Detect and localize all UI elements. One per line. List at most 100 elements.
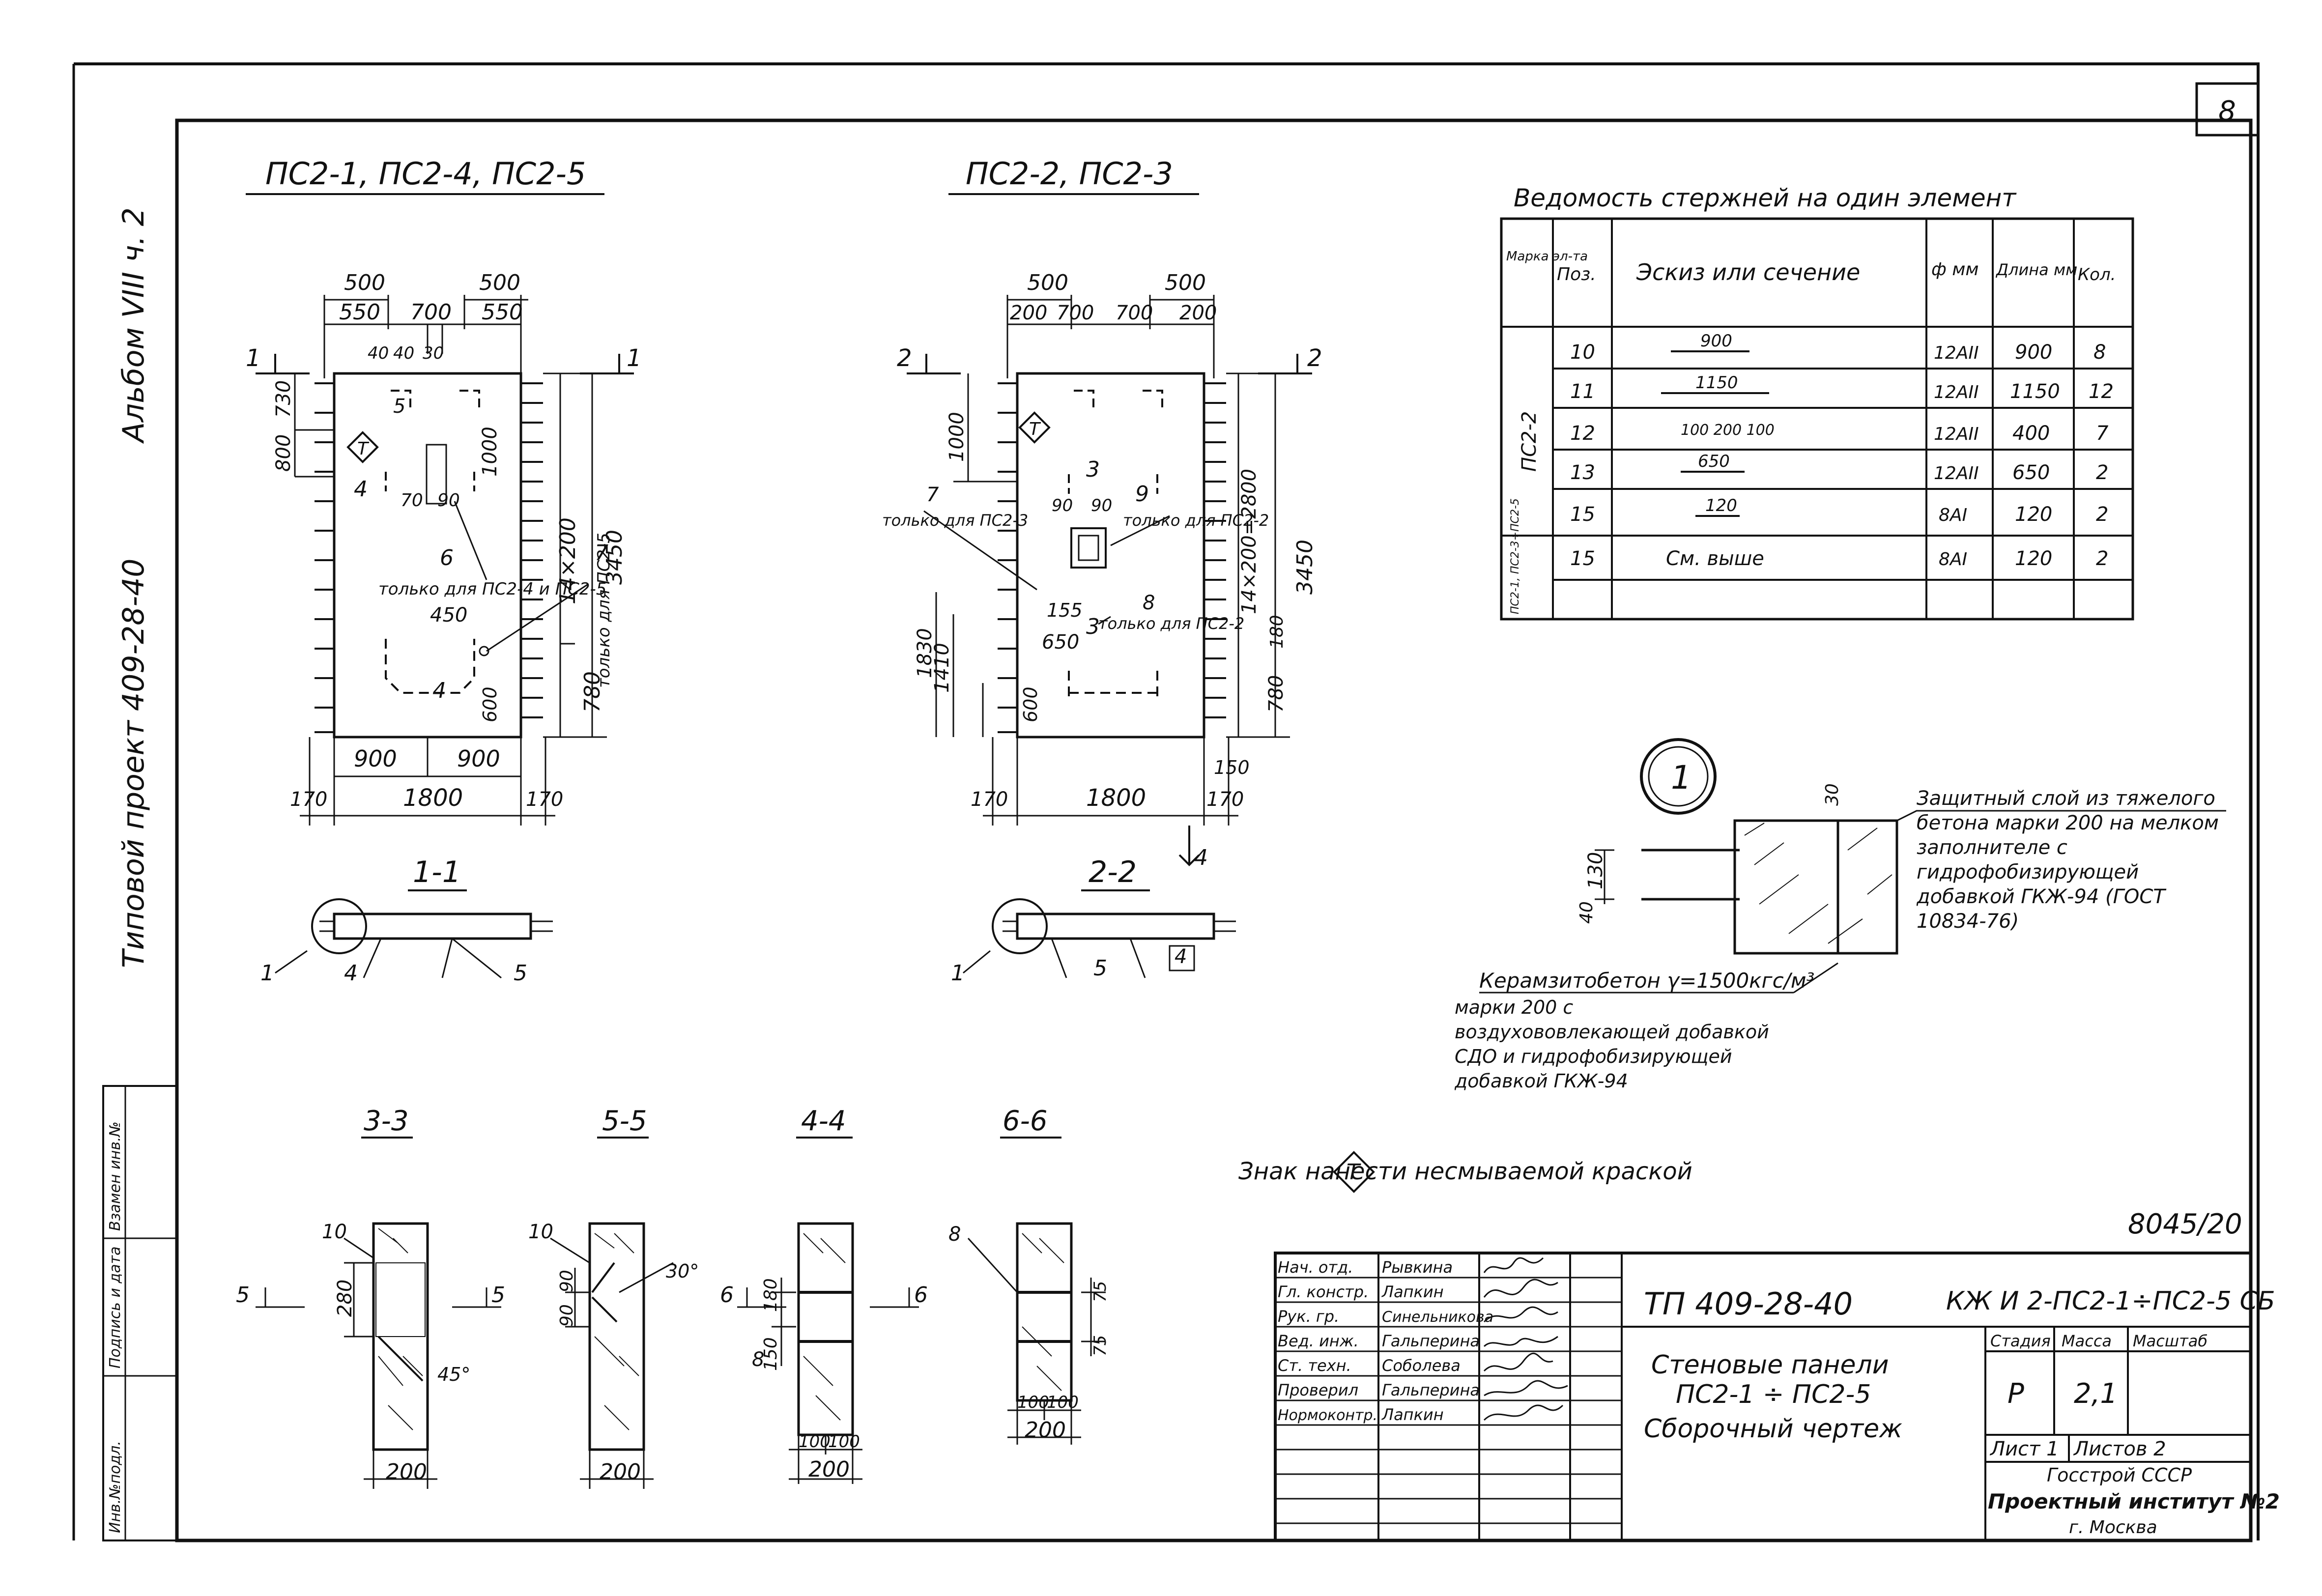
- page-number: 8: [2218, 95, 2236, 127]
- svg-text:700: 700: [1116, 302, 1153, 324]
- svg-text:только для ПС2-4 и ПС2-5: только для ПС2-4 и ПС2-5: [378, 579, 606, 599]
- svg-text:10: 10: [322, 1221, 347, 1243]
- svg-text:200: 200: [600, 1459, 641, 1484]
- album-label: Альбом VIII ч. 2: [116, 207, 151, 444]
- svg-text:90: 90: [437, 490, 460, 511]
- svg-text:2: 2: [2096, 461, 2108, 484]
- svg-text:T: T: [357, 439, 370, 459]
- svg-text:75: 75: [1090, 1281, 1110, 1302]
- svg-text:200: 200: [1010, 302, 1047, 324]
- svg-text:6: 6: [440, 545, 454, 570]
- svg-text:2: 2: [1307, 344, 1322, 372]
- svg-text:ПС2-1, ПС2-3÷ПС2-5: ПС2-1, ПС2-3÷ПС2-5: [1509, 498, 1521, 614]
- sections-1-1-2-2: 1-1 1 4 5 2-2 1 5 4: [260, 855, 1236, 986]
- svg-text:Масштаб: Масштаб: [2133, 1332, 2207, 1350]
- svg-text:4: 4: [432, 678, 446, 703]
- svg-text:100 200 100: 100 200 100: [1681, 422, 1775, 439]
- svg-text:120: 120: [1705, 496, 1737, 515]
- svg-text:500: 500: [1027, 270, 1068, 295]
- svg-text:Сборочный чертеж: Сборочный чертеж: [1644, 1414, 1902, 1444]
- svg-text:Вед. инж.: Вед. инж.: [1278, 1332, 1359, 1350]
- svg-text:170: 170: [1206, 788, 1244, 811]
- svg-text:900: 900: [457, 745, 500, 772]
- svg-text:100: 100: [1017, 1393, 1049, 1412]
- svg-text:500: 500: [479, 270, 520, 295]
- svg-text:7: 7: [595, 541, 608, 566]
- section-1-1-title: 1-1: [413, 855, 461, 889]
- svg-text:1000: 1000: [946, 412, 968, 462]
- detail-note-top: Защитный слой из тяжелого бетона марки 2…: [1917, 787, 2219, 933]
- svg-text:5: 5: [393, 395, 405, 418]
- title-block-people: Нач. отд. Рывкина Гл. констр. Лапкин Рук…: [1278, 1258, 1493, 1424]
- svg-text:9: 9: [1135, 482, 1149, 507]
- svg-text:1800: 1800: [1086, 784, 1146, 812]
- sheet-code: КЖ И 2-ПС2-1÷ПС2-5 СБ: [1946, 1286, 2275, 1316]
- svg-text:12АII: 12АII: [1934, 424, 1979, 444]
- svg-text:Масса: Масса: [2062, 1332, 2112, 1350]
- section-3-3-title: 3-3: [364, 1105, 408, 1137]
- svg-text:200: 200: [1025, 1418, 1066, 1443]
- svg-text:40: 40: [393, 343, 414, 363]
- svg-text:30: 30: [423, 343, 444, 363]
- side-cell-sign: Подпись и дата: [107, 1247, 124, 1369]
- svg-text:Гл. констр.: Гл. констр.: [1278, 1282, 1369, 1301]
- svg-text:4: 4: [1175, 945, 1187, 968]
- svg-text:Стадия: Стадия: [1990, 1332, 2051, 1350]
- sign-t-icon: T: [346, 431, 379, 463]
- svg-text:Листов 2: Листов 2: [2073, 1438, 2166, 1460]
- svg-text:4: 4: [344, 961, 358, 986]
- svg-text:Рук. гр.: Рук. гр.: [1278, 1307, 1339, 1326]
- detail-marker: [1640, 738, 1717, 815]
- section-6-6-title: 6-6: [1003, 1105, 1047, 1137]
- svg-text:1: 1: [246, 344, 261, 372]
- svg-text:2: 2: [2096, 547, 2108, 570]
- outer-frame: [74, 62, 2260, 1540]
- svg-text:Соболева: Соболева: [1382, 1356, 1461, 1375]
- svg-text:70: 70: [401, 490, 423, 511]
- svg-text:8: 8: [2093, 341, 2106, 364]
- sign-t-icon-note: T: [1333, 1151, 1375, 1193]
- svg-text:100: 100: [799, 1432, 831, 1452]
- svg-text:550: 550: [482, 300, 523, 325]
- svg-text:Ст. техн.: Ст. техн.: [1278, 1356, 1351, 1375]
- svg-text:1: 1: [1671, 759, 1691, 797]
- svg-text:120: 120: [2015, 547, 2052, 570]
- svg-text:12: 12: [1570, 422, 1595, 445]
- svg-text:100: 100: [828, 1432, 860, 1452]
- svg-text:200: 200: [1179, 302, 1217, 324]
- svg-text:10: 10: [528, 1221, 553, 1243]
- svg-text:130: 130: [1584, 852, 1607, 889]
- svg-text:T: T: [1347, 1160, 1361, 1185]
- right-panel-outline: [1016, 372, 1205, 739]
- left-panel-view: ПС2-1, ПС2-4, ПС2-5 500 500 550 700 550 …: [246, 156, 642, 826]
- detail-note-bottom: марки 200 с воздухововлекающей добавкой …: [1455, 997, 1769, 1092]
- svg-text:Проверил: Проверил: [1278, 1381, 1358, 1399]
- svg-text:1410: 1410: [931, 643, 953, 693]
- svg-text:10: 10: [1570, 341, 1595, 364]
- svg-text:30: 30: [1822, 783, 1842, 806]
- svg-text:только для ПС2-5: только для ПС2-5: [594, 533, 614, 688]
- svg-text:15: 15: [1570, 547, 1595, 570]
- svg-text:Проектный институт №2: Проектный институт №2: [1988, 1489, 2280, 1513]
- svg-text:Знак нанести несмываемой крас: Знак нанести несмываемой краской: [1238, 1158, 1692, 1185]
- svg-text:200: 200: [808, 1457, 850, 1482]
- svg-text:г. Москва: г. Москва: [2069, 1517, 2157, 1538]
- svg-text:1150: 1150: [2010, 380, 2060, 403]
- svg-text:90: 90: [1091, 496, 1112, 515]
- page-number-box: [2195, 82, 2260, 137]
- svg-text:ПС2-2: ПС2-2: [1518, 411, 1541, 472]
- svg-text:900: 900: [2015, 341, 2052, 364]
- section-4-4-title: 4-4: [801, 1105, 846, 1137]
- svg-text:900: 900: [1700, 331, 1732, 351]
- svg-text:600: 600: [1020, 686, 1041, 722]
- svg-text:100: 100: [1047, 1393, 1079, 1412]
- svg-text:только для ПС2-2: только для ПС2-2: [1098, 614, 1244, 633]
- svg-text:только для ПС2-2: только для ПС2-2: [1123, 511, 1269, 530]
- svg-text:Длина мм: Длина мм: [1995, 260, 2077, 279]
- svg-text:650: 650: [2012, 461, 2050, 484]
- svg-text:Марка эл-та: Марка эл-та: [1506, 249, 1588, 264]
- svg-text:400: 400: [2012, 422, 2050, 445]
- svg-text:Стеновые панели: Стеновые панели: [1651, 1350, 1889, 1380]
